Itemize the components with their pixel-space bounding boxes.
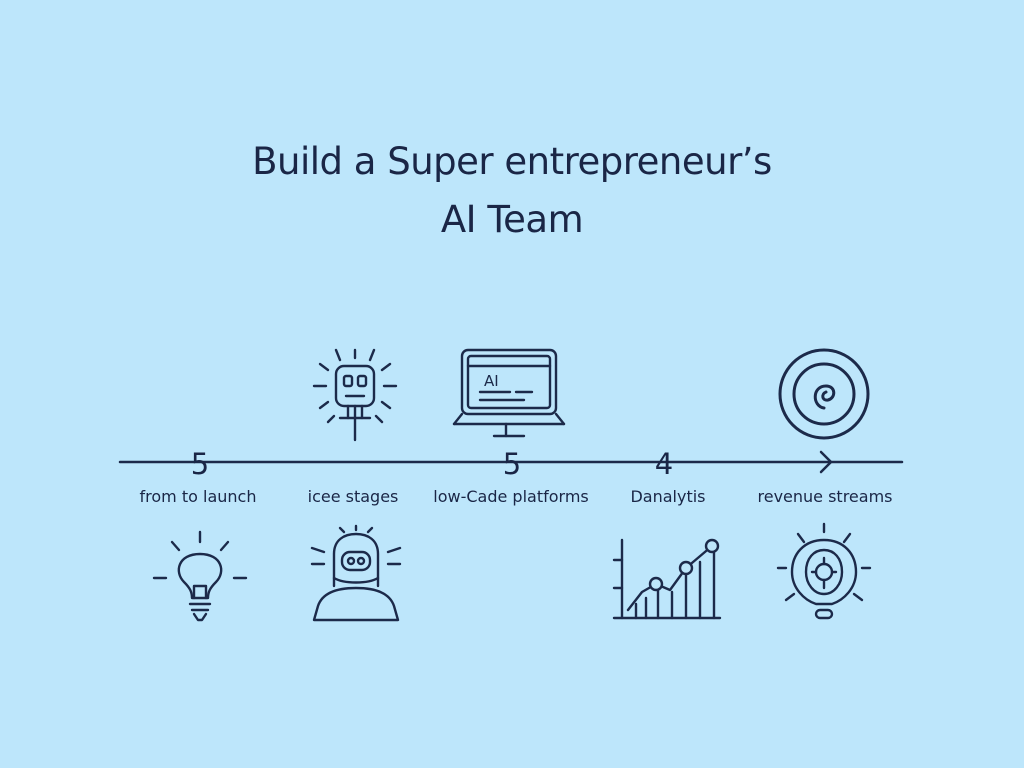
page-title-line1: Build a Super entrepreneur’s: [252, 140, 772, 183]
timeline-label-2: icee stages: [307, 487, 399, 506]
spiral-target-icon: [776, 346, 872, 442]
timeline-label-1: from to launch: [139, 487, 257, 506]
glowing-bulb-icon: [776, 522, 872, 626]
laptop-screen-text: AI: [484, 372, 499, 390]
page-title-line2: AI Team: [440, 198, 584, 241]
robot-head-icon: [300, 344, 410, 448]
timeline-arrow-icon: [819, 450, 833, 474]
laptop-ai-icon: AI: [450, 344, 570, 444]
astronaut-robot-icon: [304, 524, 408, 624]
timeline-number-1: 5: [190, 447, 210, 481]
timeline-label-4: Danalytis: [630, 487, 706, 506]
timeline-number-3: 4: [654, 447, 674, 481]
timeline-label-3: low-Cade platforms: [433, 487, 589, 506]
growth-chart-icon: [610, 532, 726, 624]
timeline-number-2: 5: [502, 447, 522, 481]
lightbulb-icon: [152, 528, 248, 628]
timeline-label-5: revenue streams: [757, 487, 893, 506]
